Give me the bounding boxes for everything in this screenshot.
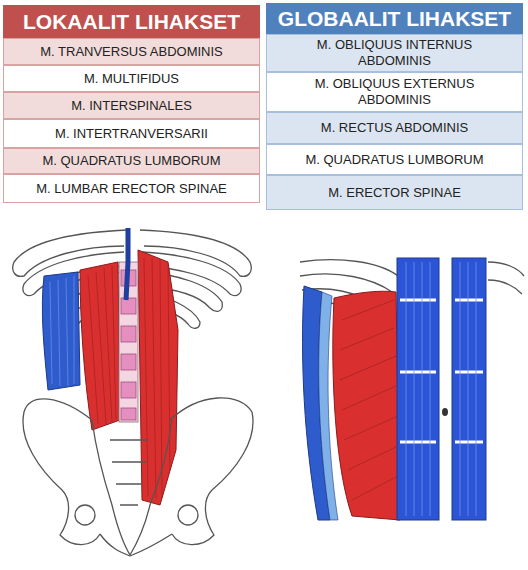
back-muscles-figure — [13, 228, 253, 556]
table-heading-text: GLOBAALIT LIHAKSET — [278, 6, 511, 31]
muscle-fibres — [50, 276, 74, 386]
table-cell-text: M. OBLIQUUS EXTERNUS ABDOMINIS — [285, 76, 504, 107]
muscle-fibres — [406, 262, 476, 516]
table-cell: M. OBLIQUUS INTERNUS ABDOMINIS — [266, 34, 523, 72]
table-cell-text: M. QUADRATUS LUMBORUM — [42, 153, 220, 169]
tendinous-intersections — [400, 300, 483, 442]
table-cell: M. QUADRATUS LUMBORUM — [3, 148, 260, 174]
table-cell-text: M. ERECTOR SPINAE — [328, 185, 461, 201]
table-cell: M. QUADRATUS LUMBORUM — [266, 144, 523, 175]
table-cell-text: M. INTERTRANVERSARII — [55, 126, 208, 142]
table-cell: M. OBLIQUUS EXTERNUS ABDOMINIS — [266, 72, 523, 112]
table-cell-text: M. OBLIQUUS INTERNUS ABDOMINIS — [285, 37, 504, 68]
erector-spinae-right — [138, 250, 178, 505]
table-cell-text: M. RECTUS ABDOMINIS — [321, 120, 468, 136]
table-cell-text: M. MULTIFIDUS — [84, 71, 179, 87]
muscle-fibres — [340, 300, 398, 500]
table-cell: M. INTERSPINALES — [3, 92, 260, 119]
erector-spinae-left — [80, 262, 120, 430]
rectus-abdominis-left — [397, 258, 439, 520]
table-header: LOKAALIT LIHAKSET — [3, 5, 260, 38]
table-cell: M. ERECTOR SPINAE — [266, 175, 523, 210]
spinal-cord — [126, 228, 128, 300]
internal-oblique — [333, 291, 400, 520]
abdominal-muscles-figure — [300, 258, 524, 520]
table-cell: M. MULTIFIDUS — [3, 65, 260, 92]
quadratus-lumborum-shape — [42, 272, 80, 390]
muscle-fibres — [88, 266, 116, 424]
table-cell: M. RECTUS ABDOMINIS — [266, 112, 523, 144]
table-heading-text: LOKAALIT LIHAKSET — [23, 9, 240, 34]
table-cell: M. INTERTRANVERSARII — [3, 119, 260, 148]
navel — [442, 408, 448, 416]
table-cell: M. LUMBAR ERECTOR SPINAE — [3, 174, 260, 203]
table-cell: M. TRANVERSUS ABDOMINIS — [3, 38, 260, 65]
table-header: GLOBAALIT LIHAKSET — [266, 3, 523, 34]
rectus-abdominis-right — [452, 258, 486, 520]
table-cell-text: M. INTERSPINALES — [71, 98, 192, 114]
table-cell-text: M. LUMBAR ERECTOR SPINAE — [36, 181, 226, 197]
table-cell-text: M. QUADRATUS LUMBORUM — [305, 152, 483, 168]
table-cell-text: M. TRANVERSUS ABDOMINIS — [40, 44, 223, 60]
muscle-fibres — [144, 258, 170, 498]
pelvis — [23, 398, 253, 556]
